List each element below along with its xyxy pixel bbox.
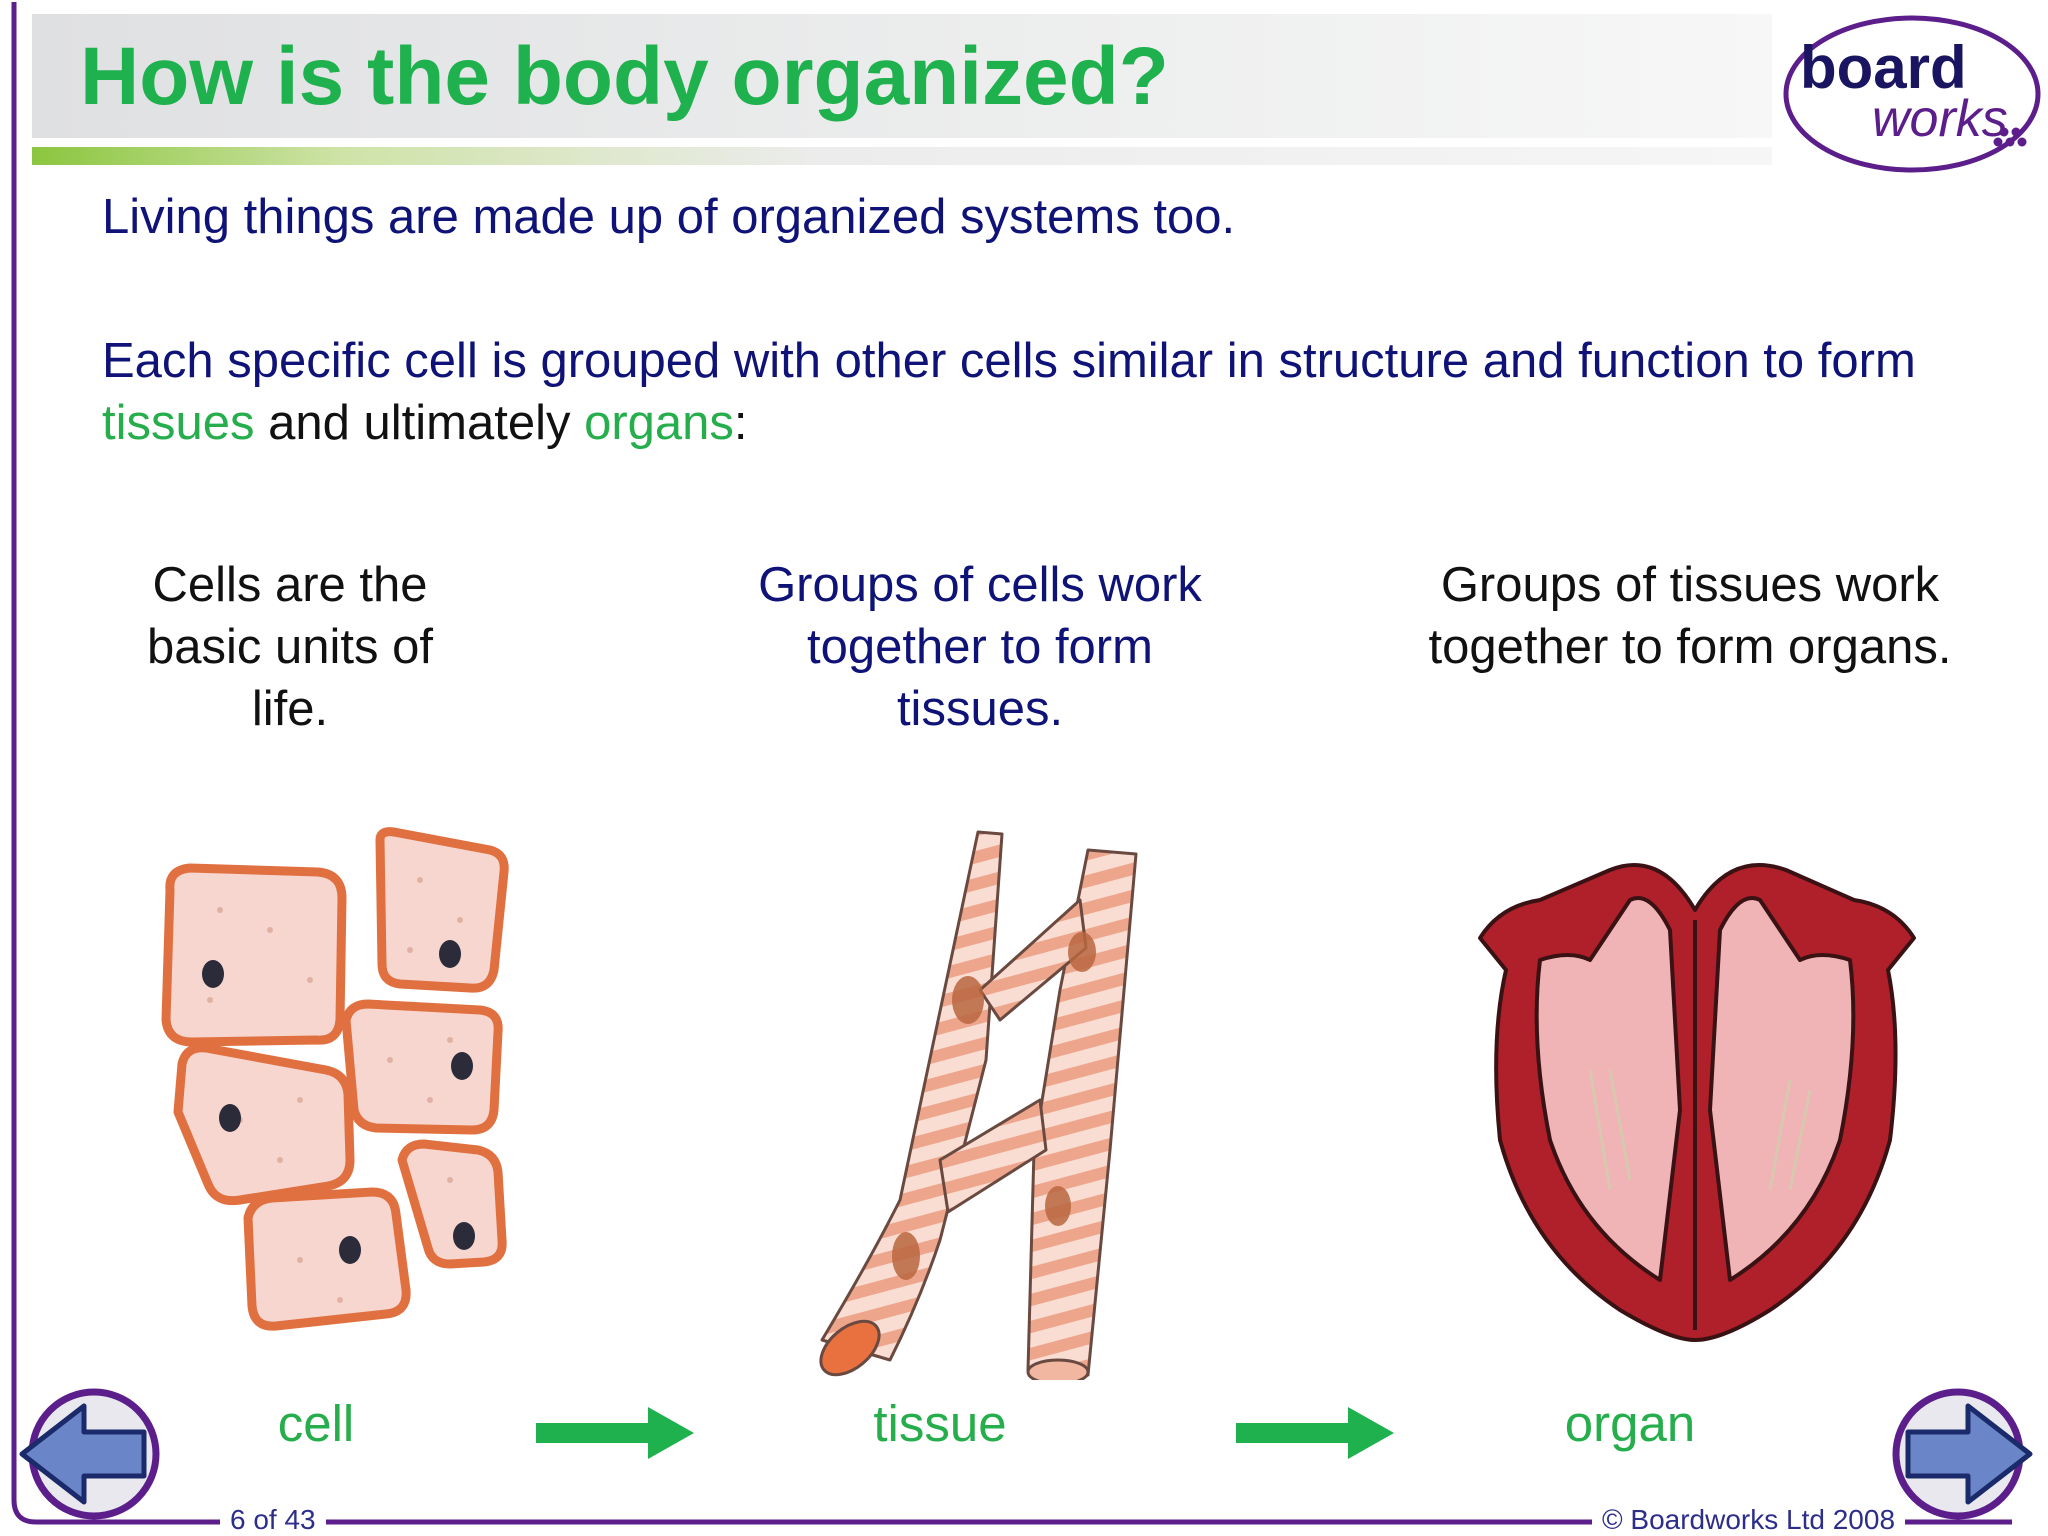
keyword-tissues: tissues [102,396,255,450]
title-bar [32,14,1772,138]
intro-text: Living things are made up of organized s… [102,190,1236,244]
logo-word-works: works [1872,90,2008,148]
tissue-description: Groups of cells work together to form ti… [758,558,1202,736]
page-indicator: 6 of 43 [220,1504,326,1536]
cell-label: cell [277,1395,355,1452]
keyword-organs: organs [584,396,734,450]
organ-label: organ [1564,1395,1696,1452]
forward-arrow-icon [1905,1403,2033,1505]
back-arrow-icon [19,1403,147,1505]
boardworks-logo: board works [1783,15,2041,173]
muscle-tissue-illustration [819,830,1138,1380]
detail-text-part3: : [733,396,748,450]
detail-text-part1: Each specific cell is grouped with other… [102,334,1916,388]
arrow-cell-to-tissue-icon [536,1407,694,1459]
arrow-tissue-to-organ-icon [1236,1407,1394,1459]
previous-slide-button[interactable] [14,1384,164,1524]
copyright-text: © Boardworks Ltd 2008 [1592,1504,1906,1536]
title-underline [32,147,1772,165]
slide-title: How is the body organized? [80,31,1169,122]
logo-word-board: board [1800,34,1967,101]
detail-text: Each specific cell is grouped with other… [102,330,1952,454]
cell-description: Cells are the basic units of life. [147,558,433,736]
tissue-label: tissue [873,1395,1007,1452]
detail-text-part2: and ultimately [254,396,585,450]
heart-illustration [1478,863,1916,1342]
organ-description: Groups of tissues work together to form … [1428,558,1952,674]
next-slide-button[interactable] [1888,1384,2038,1524]
cells-illustration [161,827,509,1331]
